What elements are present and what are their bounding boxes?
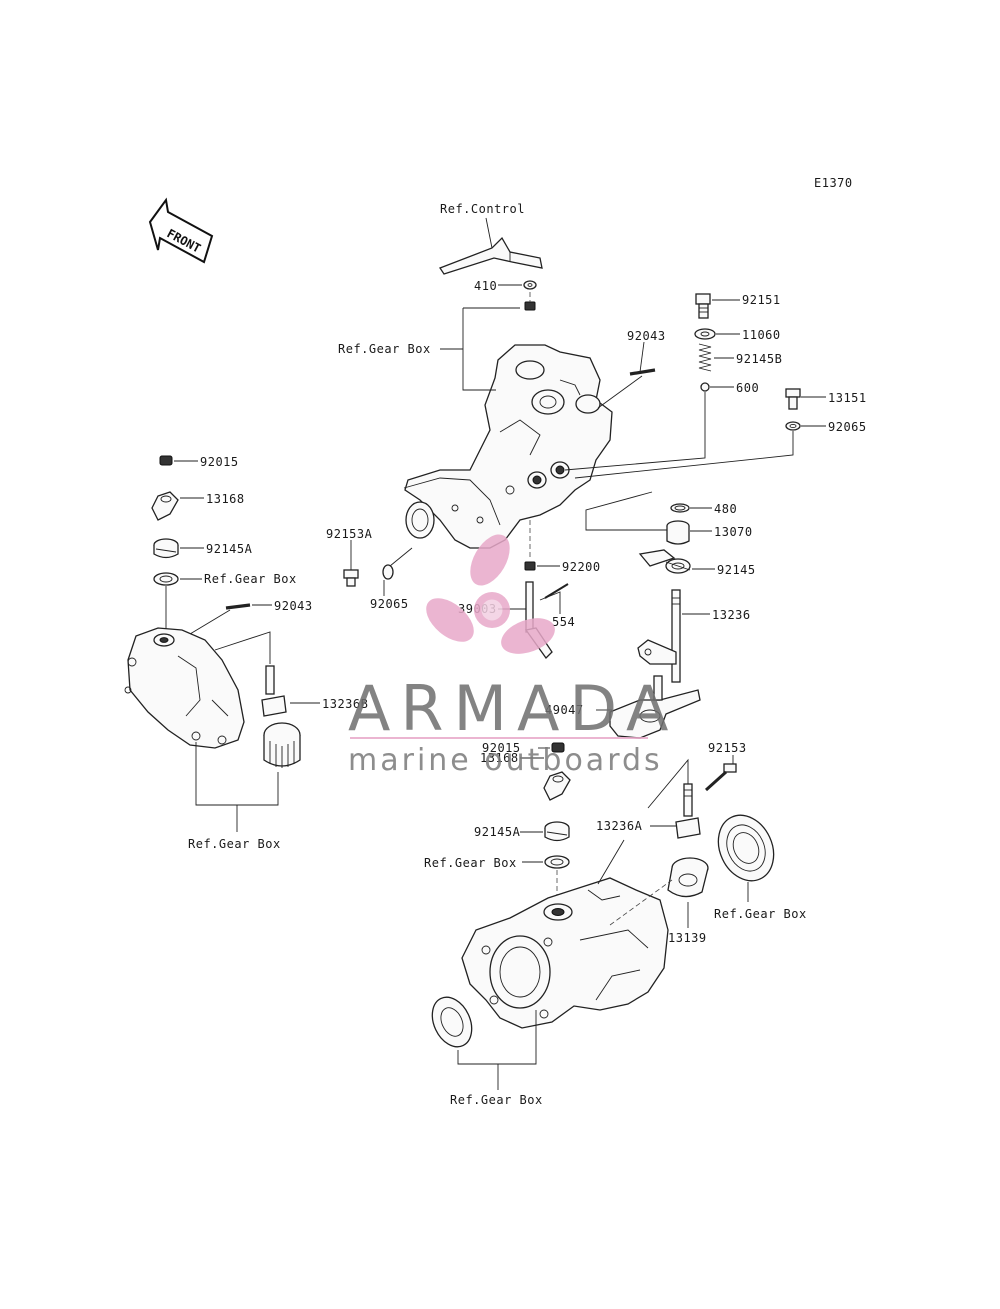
washer-92065-left-icon bbox=[382, 564, 394, 580]
label-ref-control: Ref.Control bbox=[440, 202, 525, 216]
ball-600-icon bbox=[700, 382, 710, 392]
control-bracket-icon bbox=[439, 236, 543, 275]
bolt-13151-icon bbox=[785, 388, 801, 410]
label-410: 410 bbox=[474, 279, 497, 293]
label-92015-left: 92015 bbox=[200, 455, 239, 469]
label-13070: 13070 bbox=[714, 525, 753, 539]
label-13236: 13236 bbox=[712, 608, 751, 622]
shift-fork-49047-icon bbox=[609, 675, 701, 739]
label-13236a: 13236A bbox=[596, 819, 643, 833]
nut-top-icon bbox=[524, 301, 536, 311]
plug-bolt-92151-icon bbox=[695, 293, 711, 319]
diagram-code: E1370 bbox=[814, 176, 853, 190]
oring-480-icon bbox=[670, 503, 690, 513]
spring-92145a-center-icon bbox=[544, 821, 570, 842]
label-554: 554 bbox=[552, 615, 575, 629]
label-92145a-center: 92145A bbox=[474, 825, 521, 839]
spring-92145b-icon bbox=[698, 343, 712, 372]
spring-92145-icon bbox=[638, 549, 691, 574]
label-13139: 13139 bbox=[668, 931, 707, 945]
label-92200: 92200 bbox=[562, 560, 601, 574]
label-92145b: 92145B bbox=[736, 352, 782, 366]
label-ref-gear-box-bottom: Ref.Gear Box bbox=[450, 1093, 543, 1107]
label-600: 600 bbox=[736, 381, 759, 395]
shaft-13236a-icon bbox=[675, 783, 701, 839]
label-ref-gear-box-left: Ref.Gear Box bbox=[204, 572, 297, 586]
label-92043-top: 92043 bbox=[627, 329, 666, 343]
gear-left-icon bbox=[263, 722, 301, 768]
label-92015-center: 92015 bbox=[482, 741, 521, 755]
label-92145a-left: 92145A bbox=[206, 542, 253, 556]
nut-92200-icon bbox=[524, 561, 536, 571]
bearing-right-icon bbox=[717, 814, 775, 882]
washer-92065-right-icon bbox=[785, 421, 801, 431]
washer-11060-icon bbox=[694, 328, 716, 340]
label-92043-left: 92043 bbox=[274, 599, 313, 613]
label-ref-gear-box-top: Ref.Gear Box bbox=[338, 342, 431, 356]
seal-left-icon bbox=[153, 572, 179, 586]
pin-92043-left-icon bbox=[225, 603, 251, 610]
bolt-92153a-icon bbox=[343, 569, 359, 587]
pin-554-icon bbox=[544, 583, 569, 599]
watermark-brand: ARMADA bbox=[348, 672, 678, 745]
label-ref-gear-box-right: Ref.Gear Box bbox=[714, 907, 807, 921]
label-92065-left: 92065 bbox=[370, 597, 409, 611]
pin-92043-top-icon bbox=[629, 368, 656, 376]
label-13236b: 13236B bbox=[322, 697, 368, 711]
nut-92015-left-icon bbox=[159, 455, 173, 466]
label-480: 480 bbox=[714, 502, 737, 516]
washer-410-icon bbox=[523, 280, 537, 290]
seal-center-icon bbox=[544, 855, 570, 869]
label-92065-right: 92065 bbox=[828, 420, 867, 434]
seal-lower-left-icon bbox=[431, 996, 473, 1048]
shift-shaft-13236-icon bbox=[637, 589, 681, 683]
label-92153: 92153 bbox=[708, 741, 747, 755]
watermark-tagline: marine outboards bbox=[348, 743, 663, 778]
armada-logo-icon bbox=[426, 534, 555, 654]
label-ref-gear-box-center: Ref.Gear Box bbox=[424, 856, 517, 870]
front-arrow-icon: FRONT bbox=[148, 197, 214, 264]
label-92153a: 92153A bbox=[326, 527, 373, 541]
upper-gear-box-case-icon bbox=[403, 344, 613, 549]
label-ref-gear-box-left-bottom: Ref.Gear Box bbox=[188, 837, 281, 851]
bush-13070-icon bbox=[666, 520, 690, 545]
gear-13139-icon bbox=[667, 857, 709, 898]
arm-13168-center-icon bbox=[543, 771, 571, 801]
bolt-92153-icon bbox=[704, 763, 737, 792]
label-13168-left: 13168 bbox=[206, 492, 245, 506]
label-13168-center: 13168 bbox=[480, 751, 519, 765]
lower-gear-box-case-icon bbox=[461, 877, 669, 1029]
arm-13168-left-icon bbox=[151, 491, 179, 521]
label-92151: 92151 bbox=[742, 293, 781, 307]
label-49047: 49047 bbox=[545, 703, 584, 717]
left-gear-box-case-icon bbox=[124, 627, 245, 749]
spring-92145a-left-icon bbox=[153, 538, 179, 559]
shaft-13236b-icon bbox=[261, 665, 287, 717]
label-11060: 11060 bbox=[742, 328, 781, 342]
label-13151: 13151 bbox=[828, 391, 867, 405]
nut-92015-center-icon bbox=[551, 742, 565, 753]
label-92145: 92145 bbox=[717, 563, 756, 577]
